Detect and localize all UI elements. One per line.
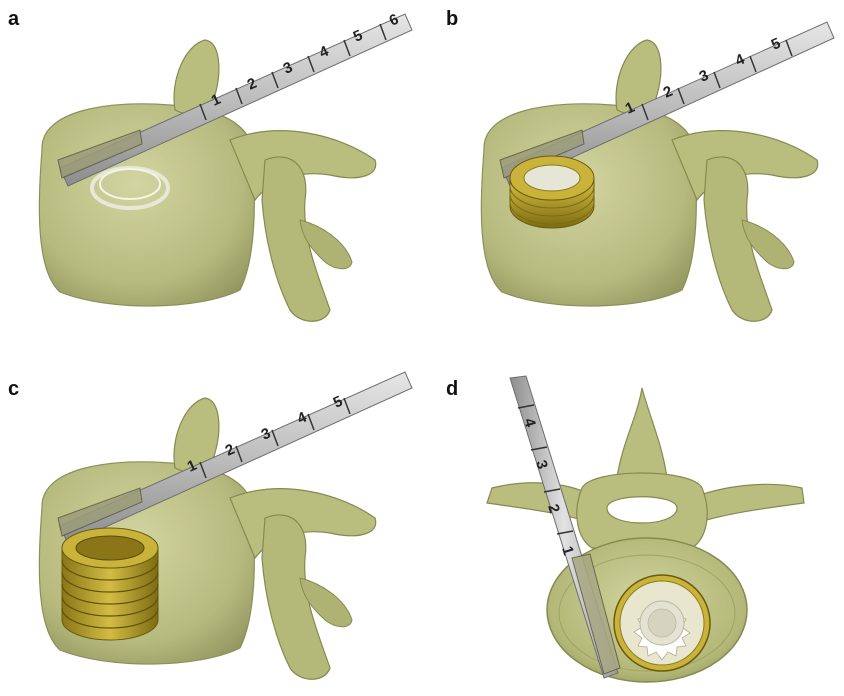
- vertebra-illustration-b: 1 2 3 4 5: [422, 0, 844, 348]
- coil-implant-partial: [510, 156, 594, 228]
- spinous-process: [617, 388, 667, 478]
- vertebra-illustration-c: 1 2 3 4 5: [0, 348, 422, 696]
- vertebra-illustration-a: 1 2 3 4 5 6: [0, 0, 422, 348]
- panel-c: c: [0, 348, 422, 696]
- vertebral-arch: [577, 473, 707, 548]
- panel-label-b: b: [446, 8, 458, 31]
- panel-b: b: [422, 0, 844, 348]
- panel-label-a: a: [8, 8, 19, 31]
- panel-d: d: [422, 348, 844, 696]
- transverse-process-right: [692, 484, 804, 523]
- coil-implant-full: [62, 528, 158, 640]
- vertebra-illustration-d: 1 2 3 4: [422, 348, 844, 696]
- panel-label-d: d: [446, 378, 458, 401]
- coil-implant-top-view: [614, 575, 710, 671]
- panel-label-c: c: [8, 378, 19, 401]
- panel-a: a: [0, 0, 422, 348]
